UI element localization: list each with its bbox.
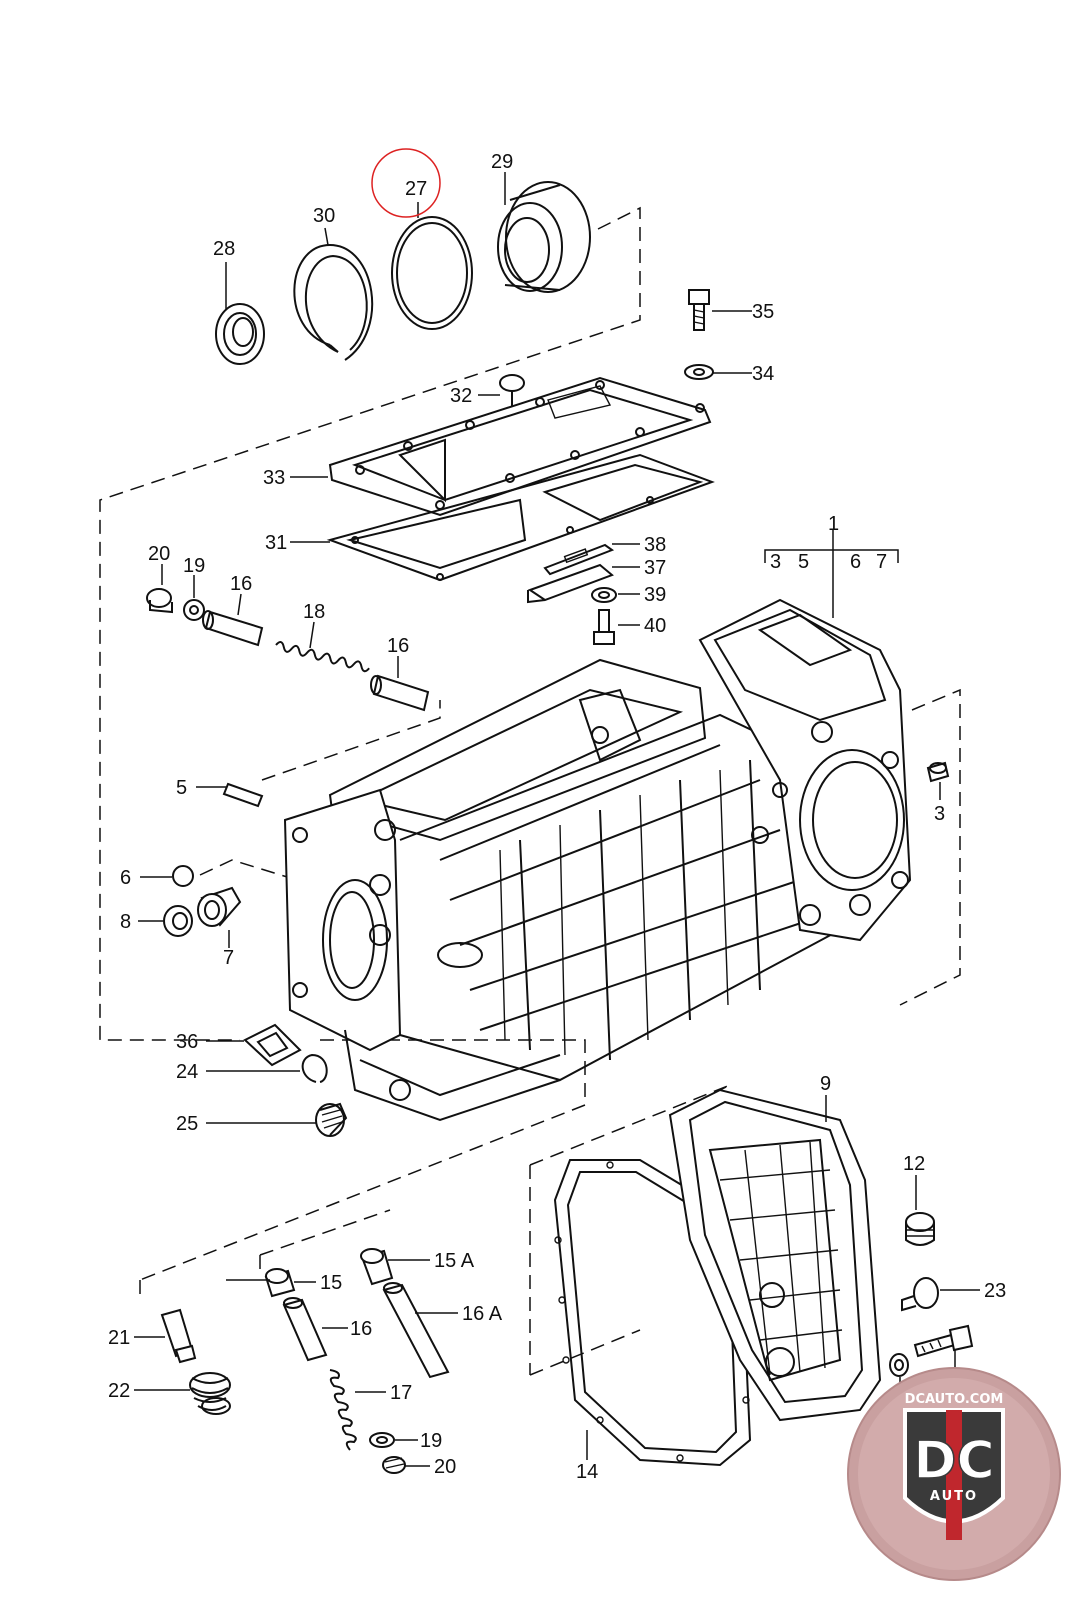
label-12: 12 [903,1153,925,1175]
cover-plate-33 [328,376,712,517]
label-27: 27 [405,178,427,200]
bracket-38 [543,543,615,576]
label-38: 38 [644,534,666,556]
pin-21 [160,1308,197,1364]
label-7: 7 [223,947,234,969]
label-1: 1 [828,513,839,535]
label-20-upper: 20 [148,543,170,565]
label-40: 40 [644,615,666,637]
label-18: 18 [303,601,325,623]
label-24: 24 [176,1061,198,1083]
leader-lines [134,172,980,1467]
label-21: 21 [108,1327,130,1349]
part-labels: 28 30 27 29 35 34 32 33 31 38 37 39 40 1… [108,151,1006,1483]
label-34: 34 [752,363,774,385]
bolt-10 [913,1324,974,1358]
label-3: 3 [934,803,945,825]
label-6-top: 6 [850,551,861,573]
label-3-top: 3 [770,551,781,573]
highlight-circle-27 [371,148,441,218]
sleeve-16-lower [282,1297,328,1362]
sleeve-16-right [370,674,430,712]
seal-8 [163,905,193,937]
plug-25 [315,1102,348,1137]
label-23: 23 [984,1280,1006,1302]
logo-mark-text: DC [913,1431,994,1491]
plug-20-upper [146,588,173,614]
plunger-15 [264,1268,296,1298]
spring-18 [275,641,370,673]
label-39: 39 [644,584,666,606]
label-16-upper: 16 [230,573,252,595]
washer-34 [684,364,714,380]
plate-37 [527,563,614,604]
sleeve-16a [382,1282,450,1379]
label-17: 17 [390,1382,412,1404]
label-20-lower: 20 [434,1456,456,1478]
bolt-40 [593,609,615,645]
dc-auto-logo: DCAUTO.COM DC AUTO [847,1367,1061,1581]
plug-3 [926,761,950,783]
plunger-15a [360,1248,394,1286]
magnetic-plug-23 [901,1277,939,1312]
washer-19-lower [369,1432,395,1448]
bolt-35 [688,289,710,331]
circlip-30 [293,243,374,361]
label-36: 36 [176,1031,198,1053]
plug-12 [905,1212,935,1246]
ring-6 [172,865,194,887]
group-outline-lower [139,1084,731,1376]
label-25: 25 [176,1113,198,1135]
spring-17 [329,1369,357,1451]
label-9: 9 [820,1073,831,1095]
nut-39 [591,587,617,603]
label-19-upper: 19 [183,555,205,577]
cover-36 [243,1023,302,1067]
o-ring-27 [391,216,473,330]
washer-11 [889,1353,909,1377]
label-22: 22 [108,1380,130,1402]
bearing-29 [497,181,591,293]
label-35: 35 [752,301,774,323]
label-33: 33 [263,467,285,489]
spring-22 [189,1372,231,1415]
label-29: 29 [491,151,513,173]
plug-20-lower [382,1456,406,1474]
label-28: 28 [213,238,235,260]
label-16a: 16 A [462,1303,503,1325]
label-14: 14 [576,1461,598,1483]
label-6: 6 [120,867,131,889]
label-5-top: 5 [798,551,809,573]
label-8: 8 [120,911,131,933]
label-31: 31 [265,532,287,554]
sleeve-16-upper [202,610,264,647]
logo-site-text: DCAUTO.COM [905,1392,1004,1407]
label-37: 37 [644,557,666,579]
gasket-31 [326,453,715,582]
washer-19-upper [183,599,205,621]
label-16-lower: 16 [350,1318,372,1340]
transmission-housing-1 [283,598,912,1122]
label-19-lower: 19 [420,1430,442,1452]
label-15a: 15 A [434,1250,475,1272]
label-32: 32 [450,385,472,407]
label-5: 5 [176,777,187,799]
label-15: 15 [320,1272,342,1294]
seal-28 [215,303,265,365]
label-16-right: 16 [387,635,409,657]
label-7-top: 7 [876,551,887,573]
logo-sub-text: AUTO [930,1489,978,1504]
group-outline-upper [99,206,961,1281]
circlip-24 [301,1053,328,1083]
oil-pan-9 [668,1088,882,1422]
pin-5 [222,782,264,808]
bushing-7 [197,886,242,927]
label-30: 30 [313,205,335,227]
